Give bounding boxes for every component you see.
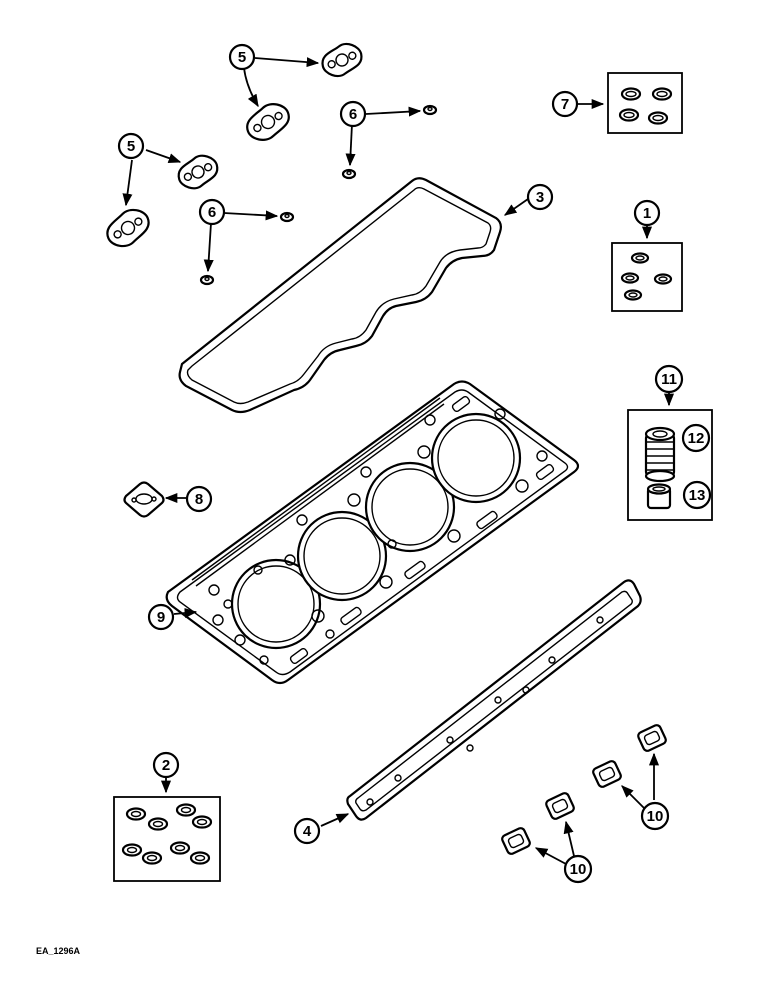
callout-5b[interactable]: 5 xyxy=(117,132,145,160)
flange-gasket-part xyxy=(321,42,363,78)
svg-text:9: 9 xyxy=(157,609,165,626)
callout-12[interactable]: 12 xyxy=(681,423,711,453)
washer-part xyxy=(279,211,295,223)
svg-text:1: 1 xyxy=(643,205,651,222)
svg-text:5: 5 xyxy=(127,138,135,155)
svg-text:3: 3 xyxy=(536,189,544,206)
callout-3[interactable]: 3 xyxy=(526,183,554,211)
svg-text:2: 2 xyxy=(162,757,170,774)
cylinder-bore xyxy=(430,412,522,504)
rocker-cover-gasket-part xyxy=(178,177,529,414)
square-flange-gasket xyxy=(545,792,575,820)
callout-11[interactable]: 11 xyxy=(654,364,684,394)
svg-text:11: 11 xyxy=(661,371,677,388)
svg-text:13: 13 xyxy=(689,487,706,504)
cylinder-head-gasket-part xyxy=(165,380,580,685)
sump-gasket-part xyxy=(320,579,642,827)
washer-part xyxy=(199,274,215,286)
cylinder-bore xyxy=(364,461,456,553)
svg-text:6: 6 xyxy=(349,106,357,123)
seal-kit-box-2 xyxy=(113,778,221,882)
exhaust-flange-gasket-group xyxy=(106,42,363,248)
seal-kit-box xyxy=(611,226,683,312)
callout-13[interactable]: 13 xyxy=(682,480,712,510)
callout-5a[interactable]: 5 xyxy=(228,43,256,71)
svg-text:4: 4 xyxy=(303,823,312,840)
callout-9[interactable]: 9 xyxy=(147,603,175,631)
sleeve-cup xyxy=(646,483,672,510)
svg-text:10: 10 xyxy=(570,861,587,878)
svg-text:7: 7 xyxy=(561,96,569,113)
flange-gasket-part xyxy=(106,208,150,248)
cylinder-bore xyxy=(296,510,388,602)
svg-text:12: 12 xyxy=(688,430,705,447)
square-flange-gasket-group xyxy=(501,724,667,865)
callout-10b[interactable]: 10 xyxy=(563,854,593,884)
water-outlet-gasket-part xyxy=(123,481,186,518)
washer-part xyxy=(422,104,438,116)
callout-6a[interactable]: 6 xyxy=(339,100,367,128)
callout-4[interactable]: 4 xyxy=(293,817,321,845)
flange-gasket-part xyxy=(246,103,290,141)
square-flange-gasket xyxy=(592,760,622,788)
washer-part xyxy=(341,168,357,180)
figure-reference-code: EA_1296A xyxy=(36,946,81,956)
callout-8[interactable]: 8 xyxy=(185,485,213,513)
svg-text:5: 5 xyxy=(238,49,246,66)
callout-7[interactable]: 7 xyxy=(551,90,579,118)
callout-10a[interactable]: 10 xyxy=(640,801,670,831)
svg-text:8: 8 xyxy=(195,491,203,508)
rocker-cover-seal-washer-group xyxy=(199,104,438,286)
o-ring-kit-box xyxy=(577,72,683,134)
callout-1[interactable]: 1 xyxy=(633,199,661,227)
square-flange-gasket xyxy=(637,724,667,752)
cylinder-bore xyxy=(230,558,322,650)
sleeve-seal-stack xyxy=(644,426,676,483)
callout-2[interactable]: 2 xyxy=(152,751,180,779)
svg-text:10: 10 xyxy=(647,808,664,825)
callout-6b[interactable]: 6 xyxy=(198,198,226,226)
svg-text:6: 6 xyxy=(208,204,216,221)
flange-gasket-part xyxy=(177,154,219,190)
square-flange-gasket xyxy=(501,827,531,855)
